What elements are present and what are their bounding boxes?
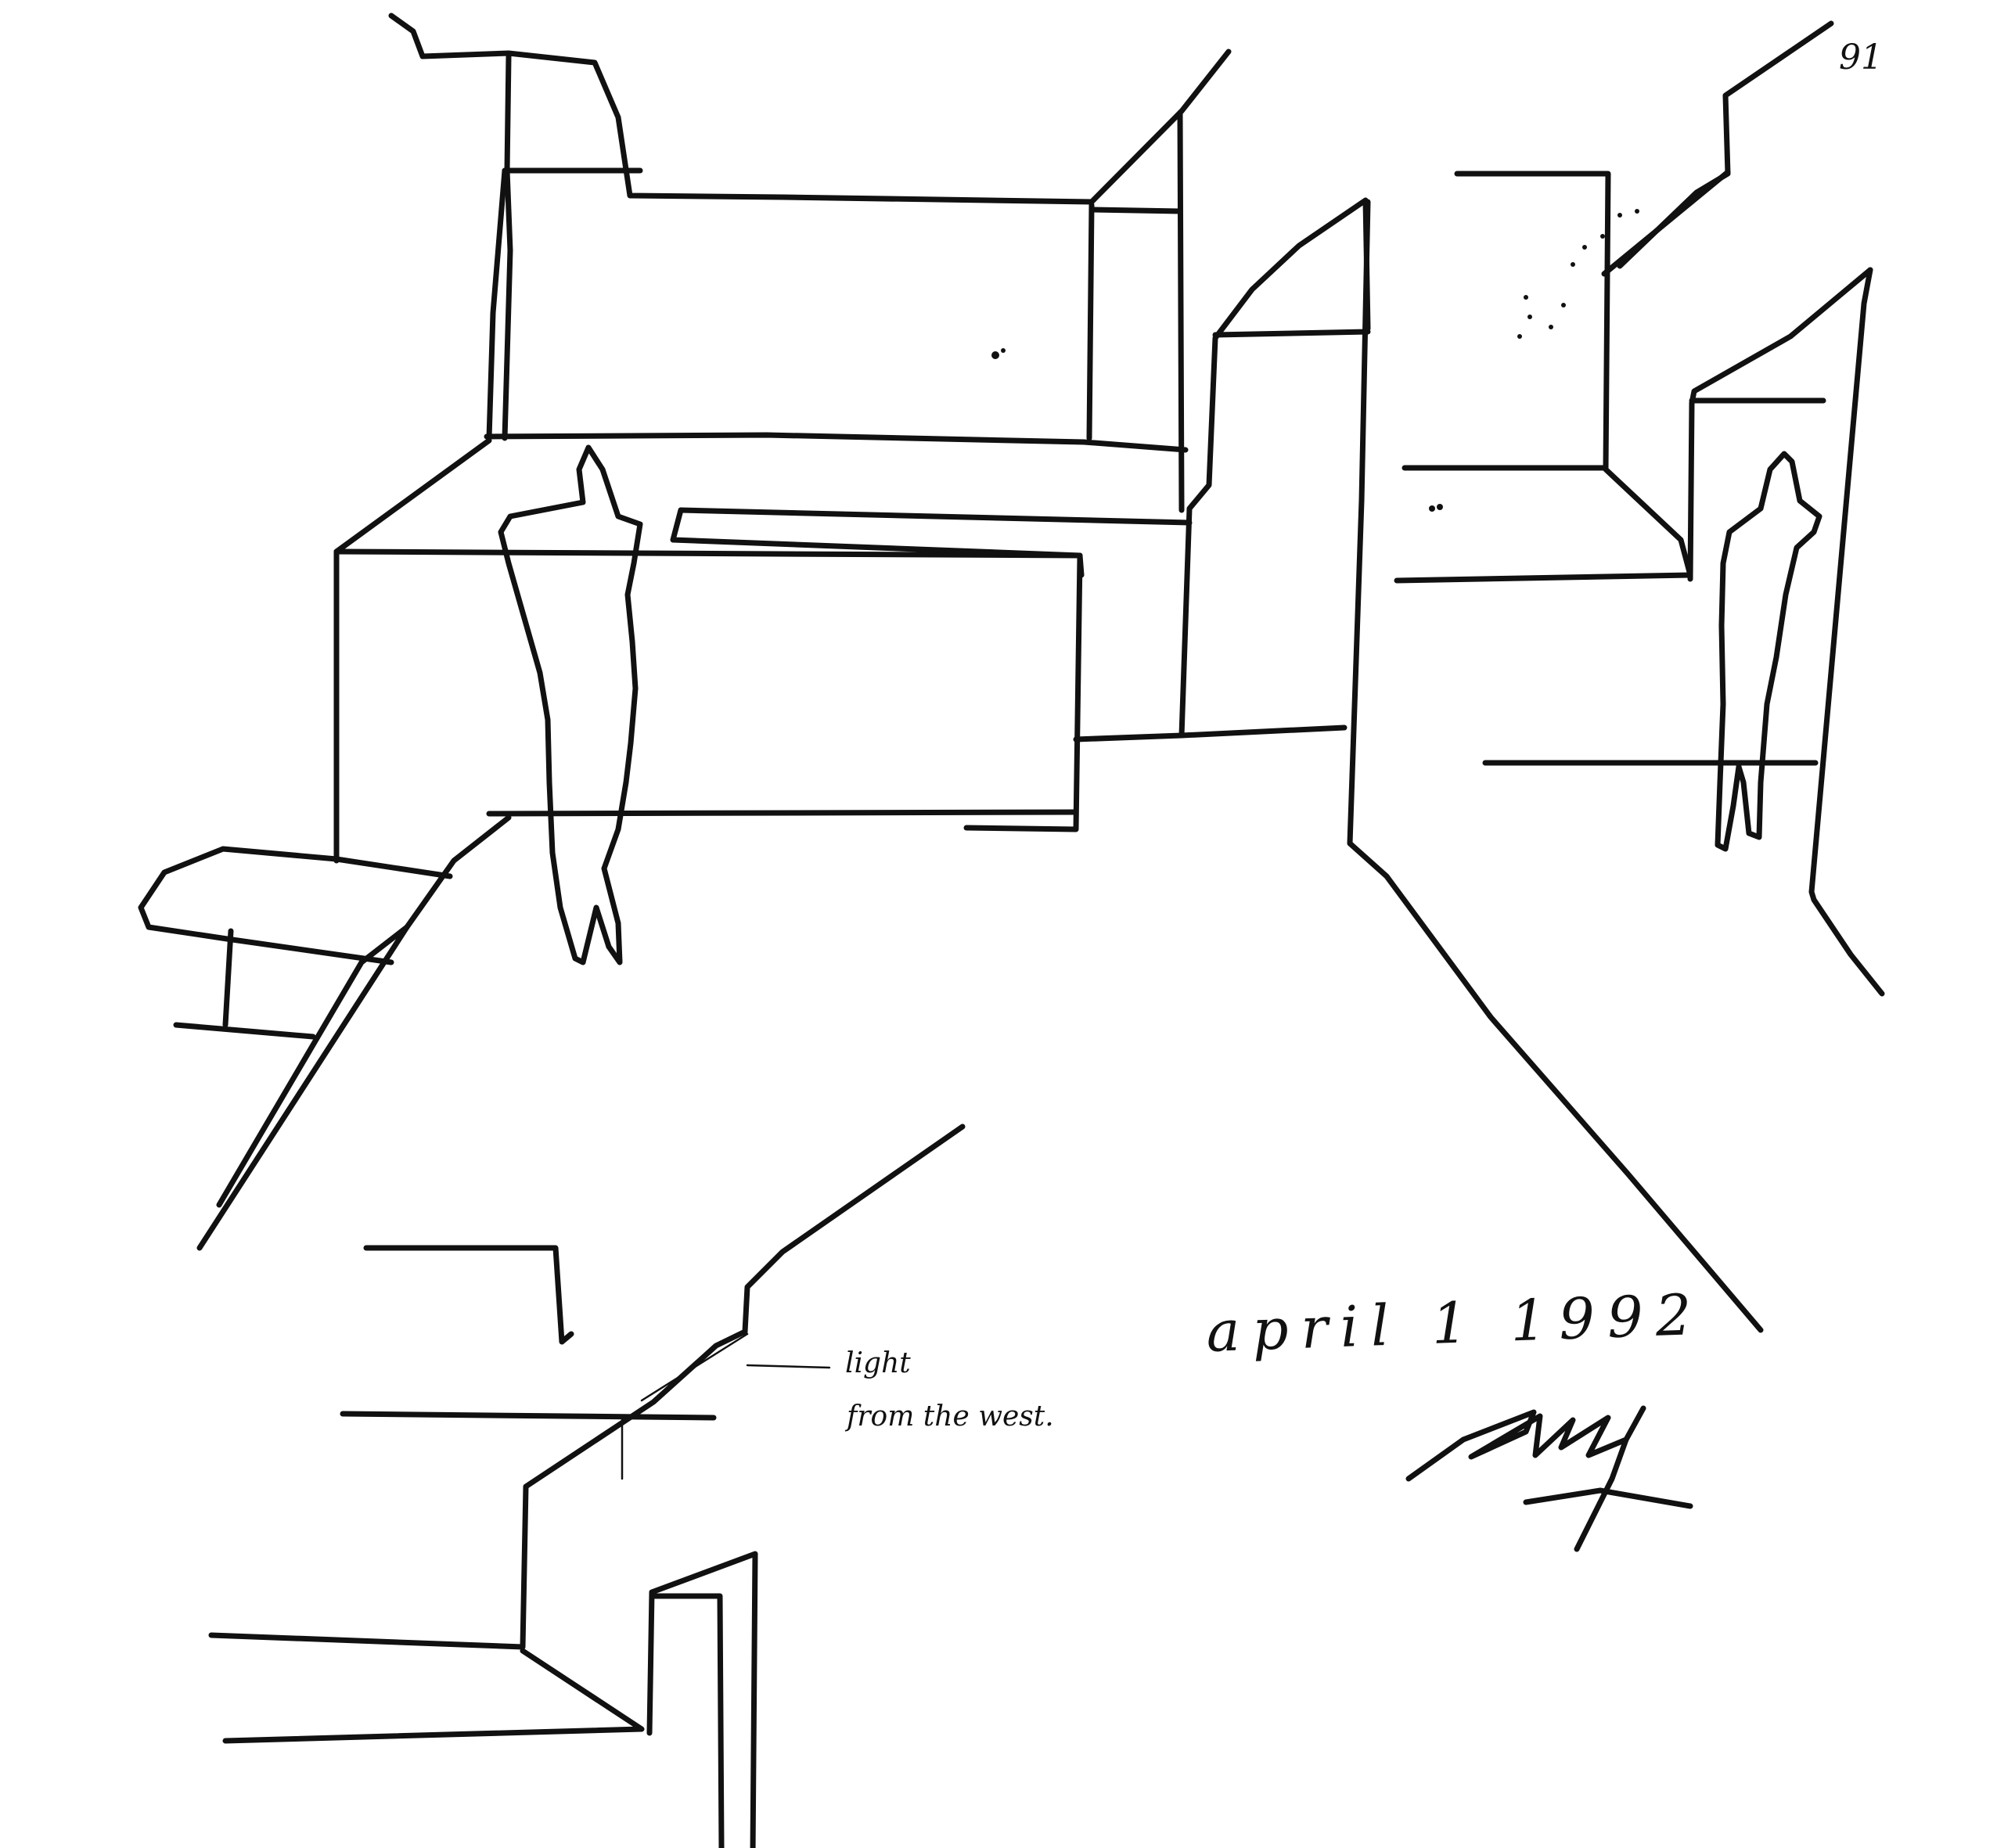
middle-volume: [333, 197, 1371, 864]
foreground-steps: [208, 1124, 966, 1848]
note-light: light: [845, 1347, 911, 1379]
page-number: 91: [1839, 38, 1883, 77]
left-ramp: [138, 809, 1079, 1251]
right-figure: [1715, 451, 1822, 852]
central-wall: [1347, 199, 1764, 1333]
signature: [1405, 1405, 1693, 1552]
light-annotation: [621, 1332, 831, 1480]
note-direction: from the west.: [847, 1400, 1054, 1433]
hanging-figure: [498, 444, 643, 965]
upper-building: [388, 13, 1232, 513]
right-building: [1394, 20, 1885, 997]
texture-marks: [991, 209, 1639, 512]
